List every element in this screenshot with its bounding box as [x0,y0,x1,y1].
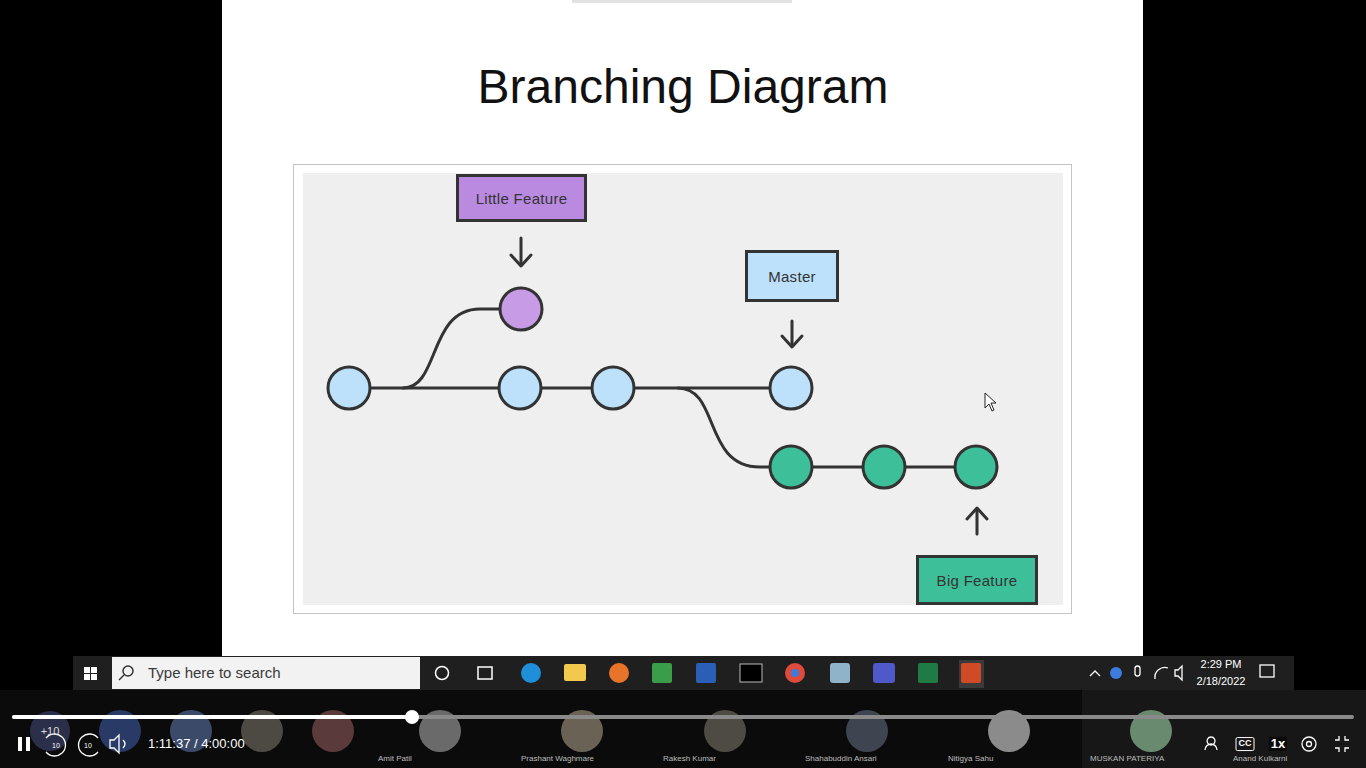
participant-name: Nitigya Sahu [948,755,993,764]
commit-circle [499,367,541,409]
diagram-ground [303,173,1063,605]
commit-circle [770,446,812,488]
master-line [349,387,791,390]
captions-button: CC [1236,737,1255,751]
progress-fill [14,715,412,719]
participant-name: Shahabuddin Ansari [805,755,877,764]
clock-time: 2:29 PM [1201,658,1242,670]
more-participants-count: +10 [41,725,60,737]
diagram-frame [294,165,1072,614]
arrow-shaft [976,510,979,534]
commit-circle [328,367,370,409]
playback-time: 1:11:37 / 4:00:00 [148,737,245,751]
branch-label-box: Master [745,250,839,302]
progress-knob [405,710,419,724]
task-view-icon [478,667,492,679]
big-branch-line [678,388,976,467]
rewind-seconds: 10 [52,742,60,750]
box-label: Big Feature [937,572,1018,589]
participant-name: Rakesh Kumar [663,755,716,764]
participant-strip [0,690,1366,768]
branch-label-box: Big Feature [916,555,1038,605]
participant-highlight [1082,690,1366,768]
forward-seconds: 10 [84,742,92,750]
pause-icon [18,737,30,751]
arrow-head [511,255,531,266]
windows-logo [84,667,97,680]
clock-date: 2/18/2022 [1197,675,1246,687]
commit-circle [863,446,905,488]
branch-label-box: Little Feature [456,174,587,222]
arrow-shaft [791,321,794,345]
tray-icons [1090,665,1274,680]
progress-track [14,715,1352,719]
box-label: Master [768,268,816,285]
speed-button: 1x [1269,737,1287,751]
arrow-shaft [520,238,523,264]
arrow-head [782,336,802,347]
arrow-head [967,508,987,519]
taskbar [73,656,1294,690]
participant-name: Amit Patil [378,755,412,764]
commit-circle [770,367,812,409]
slide [222,0,1143,656]
app-icons [521,660,984,688]
search-icon [119,675,124,680]
box-label: Little Feature [476,190,568,207]
slide-title: Branching Diagram [478,59,889,114]
cortana-icon [436,667,449,680]
participant-name: Anand Kulkarni [1233,755,1287,764]
mouse-cursor [985,393,996,411]
search-icon [123,666,133,676]
search-placeholder: Type here to search [148,665,281,682]
commit-circle [592,367,634,409]
slide-top-bar [572,0,792,3]
player-icons [46,734,1349,756]
participant-name: MUSKAN PATERIYA [1090,755,1164,764]
commit-circle [955,446,997,488]
participant-name: Prashant Waghmare [521,755,594,764]
commit-circle [500,288,542,330]
search-box [112,657,420,689]
